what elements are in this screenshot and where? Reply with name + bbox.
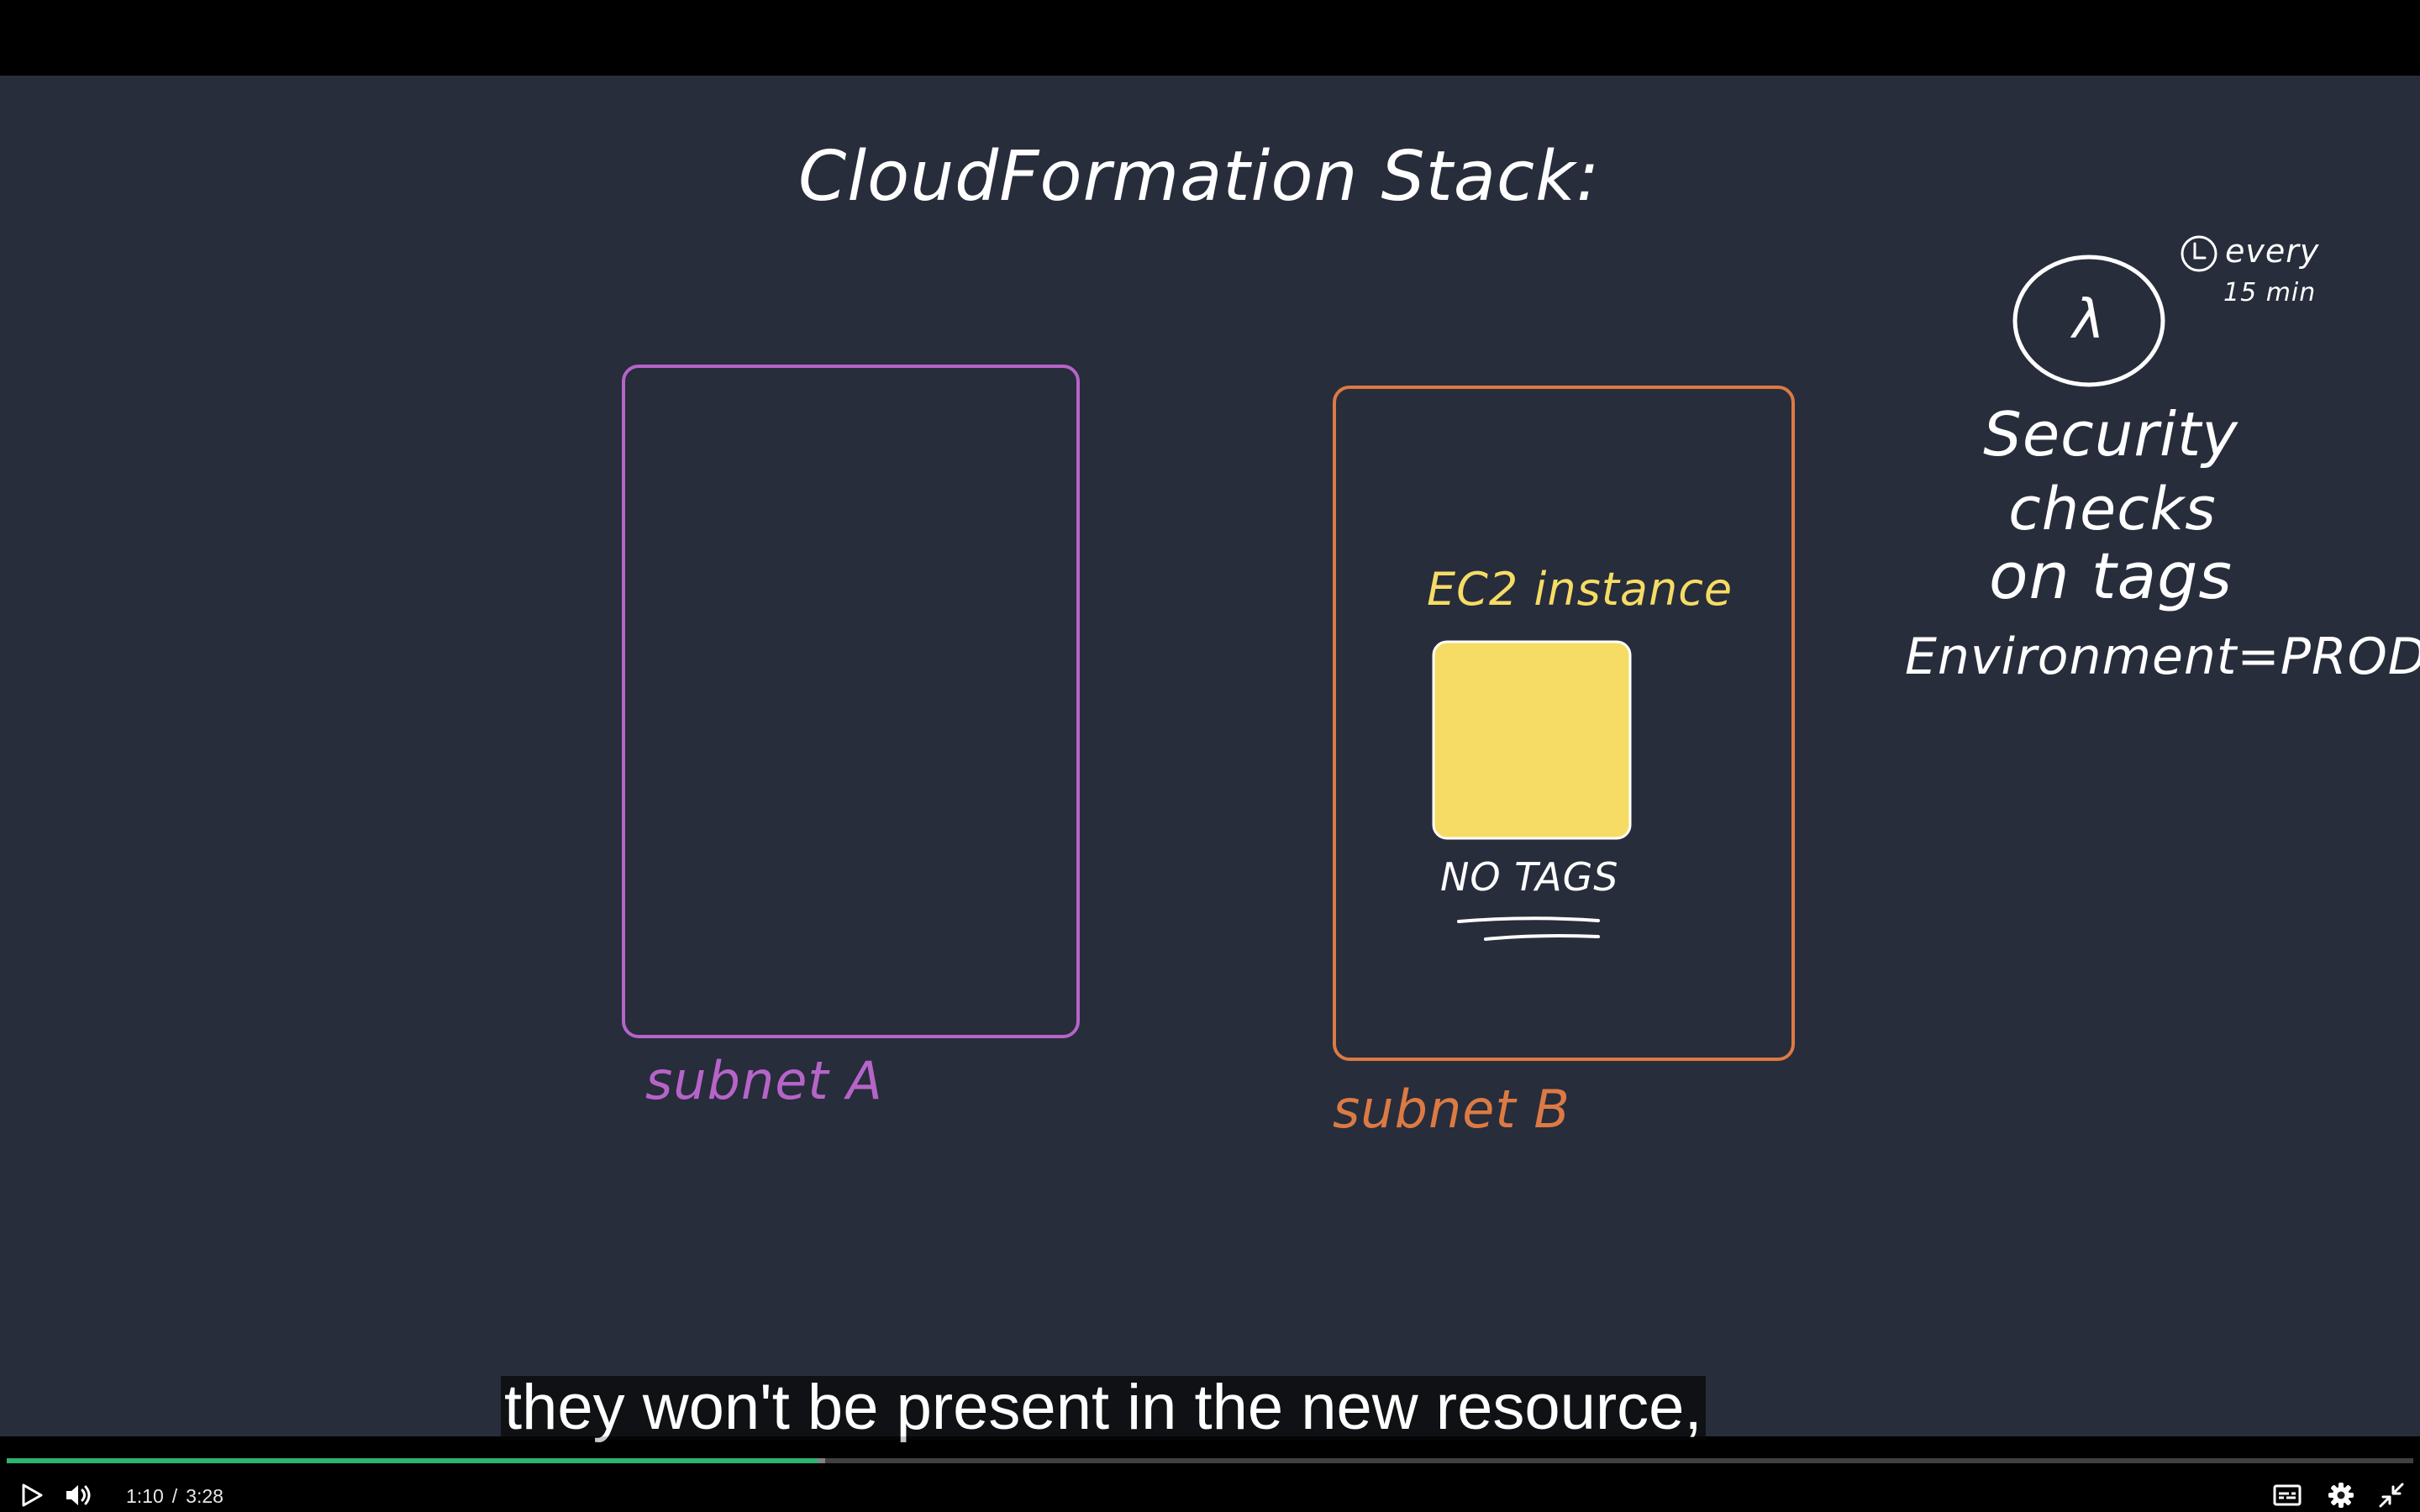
no-tags-underline-2 [1484, 934, 1600, 941]
ec2-instance-label: EC2 instance [1427, 563, 1733, 616]
duration: 3:28 [186, 1485, 224, 1507]
subnet-b-label: subnet B [1333, 1079, 1570, 1140]
current-time: 1:10 [126, 1485, 164, 1507]
subtitle-caption: they won't be present in the new resourc… [501, 1376, 1706, 1440]
lambda-circle [2012, 255, 2165, 387]
subnet-b-box [1333, 386, 1795, 1061]
progress-played[interactable] [7, 1458, 818, 1463]
player-controls: 1:10 / 3:28 [0, 1436, 2420, 1512]
exit-fullscreen-icon [2379, 1483, 2404, 1508]
progress-bar[interactable] [7, 1458, 2413, 1463]
settings-gear-icon [2328, 1483, 2354, 1508]
slide-title: CloudFormation Stack: [798, 137, 1600, 217]
settings-button[interactable] [2324, 1478, 2358, 1512]
play-icon [22, 1483, 43, 1507]
captions-icon [2273, 1484, 2302, 1506]
security-checks-line-4: Environment=PROD [1905, 627, 2420, 686]
time-separator: / [171, 1485, 178, 1507]
security-checks-line-3: on tags [1989, 538, 2233, 613]
schedule-line-1: every [2225, 233, 2319, 270]
clock-hands [2193, 242, 2207, 260]
volume-icon [66, 1485, 91, 1505]
time-display: 1:10 / 3:28 [126, 1483, 224, 1509]
ec2-instance-box [1432, 640, 1632, 840]
no-tags-underline-1 [1457, 916, 1600, 923]
lambda-icon: λ [2070, 289, 2106, 351]
clock-icon [2181, 235, 2217, 272]
schedule-line-2: 15 min [2223, 278, 2316, 307]
whiteboard-drawing: CloudFormation Stack: subnet A subnet B … [622, 137, 2420, 1140]
exit-fullscreen-button[interactable] [2375, 1478, 2408, 1512]
no-tags-label: NO TAGS [1440, 854, 1618, 900]
subnet-a-label: subnet A [645, 1050, 883, 1111]
volume-button[interactable] [62, 1478, 96, 1512]
video-frame[interactable]: CloudFormation Stack: subnet A subnet B … [0, 76, 2420, 1436]
security-checks-line-1: Security [1983, 399, 2238, 470]
security-checks-line-2: checks [2008, 475, 2216, 543]
captions-button[interactable] [2270, 1478, 2304, 1512]
subnet-a-box [622, 365, 1080, 1038]
play-button[interactable] [15, 1478, 49, 1512]
